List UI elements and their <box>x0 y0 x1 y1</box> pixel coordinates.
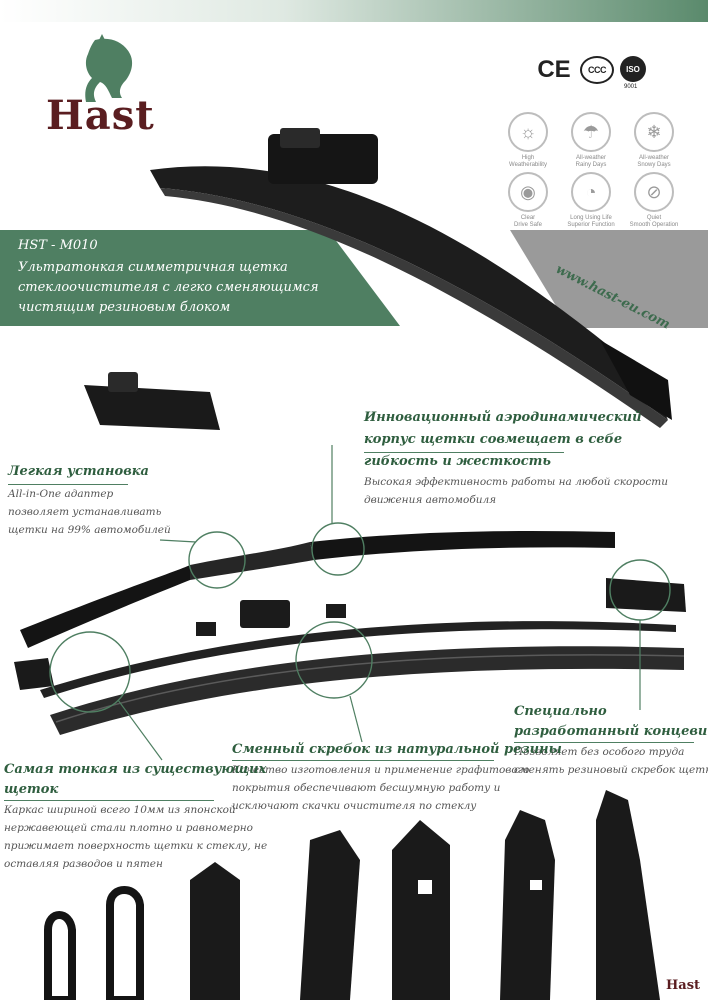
aero-title-line: корпус щетки совмещает в себе <box>364 432 623 447</box>
cover-left-image <box>20 565 190 648</box>
horse-logo-icon <box>85 34 133 102</box>
rubber-title: Сменный скребок из натуральной резины <box>232 742 562 757</box>
endcap-underline <box>514 742 694 743</box>
aero-text-line: движения автомобиля <box>364 494 497 506</box>
top-gradient-bar <box>0 0 708 22</box>
install-underline <box>8 484 128 485</box>
product-panel: HST - M010 Ультратонкая симметричная щет… <box>0 230 400 326</box>
footer-brand: Hast <box>666 978 701 993</box>
product-description-line: чистящим резиновым блоком <box>18 300 231 315</box>
endcap-text-line: Позволяет без особого труда <box>514 746 685 758</box>
main-wiper-endcap-image <box>600 340 672 420</box>
rubber-text-line: исключают скачки очистителя по стеклу <box>232 800 477 812</box>
thin-underline <box>4 800 214 801</box>
adapter-type-hook-small <box>44 911 76 1000</box>
thin-text-line: оставляя разводов и пятен <box>4 858 163 870</box>
install-text-line: All-in-One адаптер <box>8 488 114 500</box>
rubber-underline <box>232 760 494 761</box>
adapter-type-top-lock <box>596 790 660 1000</box>
product-description-line: Ультратонкая симметричная щетка <box>18 260 288 275</box>
rubber-text-line: покрытия обеспечивают бесшумную работу и <box>232 782 501 794</box>
aero-title-line: гибкость и жесткость <box>364 454 552 469</box>
adapter-type-bayonet <box>300 830 360 1000</box>
endcap-image <box>606 578 686 612</box>
install-text-line: позволяет устанавливать <box>8 506 162 518</box>
ce-mark-icon: CE <box>537 56 571 83</box>
adapter-type-side-pin <box>392 820 450 1000</box>
eye-icon: ◉ <box>508 172 548 212</box>
frame-adapter-image <box>240 600 290 628</box>
iso-mark-icon: ISO <box>620 56 646 82</box>
thin-title-line: щеток <box>4 782 59 797</box>
thin-callout-circle <box>49 631 131 713</box>
frame-image <box>40 621 676 698</box>
snowflake-icon: ❄ <box>634 112 674 152</box>
endcap-title-line: разработанный концевик <box>514 724 708 739</box>
aero-text-line: Высокая эффективность работы на любой ск… <box>364 476 668 488</box>
aero-underline <box>364 452 564 453</box>
adapter-type-push-button <box>500 810 555 1000</box>
aero-title-line: Инновационный аэродинамический <box>364 410 642 425</box>
install-title: Легкая установка <box>8 464 149 479</box>
rain-icon: ☂ <box>571 112 611 152</box>
endcap-text-line: сменять резиновый скребок щетки <box>514 764 708 776</box>
main-wiper-image <box>150 166 668 420</box>
gauge-icon: ◔ <box>571 172 611 212</box>
adapter-type-pinch <box>190 862 240 1000</box>
adapter-type-hook-large <box>106 886 144 1000</box>
cover-right-image <box>310 531 615 560</box>
aero-callout-circle <box>311 522 365 576</box>
rubber-image <box>50 646 684 735</box>
sun-icon: ☼ <box>508 112 548 152</box>
iso-number: 9001 <box>624 84 638 90</box>
install-text-line: щетки на 99% автомобилей <box>8 524 171 536</box>
install-callout-circle <box>188 531 246 589</box>
product-description-line: стеклоочистителя с легко сменяющимся <box>18 280 319 295</box>
adapter-image <box>84 385 220 430</box>
thin-text-line: прижимает поверхность щетки к стеклу, не <box>4 840 268 852</box>
endcap-title-line: Специально <box>514 704 607 719</box>
rubber-callout-circle <box>295 621 373 699</box>
brand-name: Hast <box>46 92 155 139</box>
product-model: HST - M010 <box>18 238 98 253</box>
thin-text-line: нержавеющей стали плотно и равномерно <box>4 822 253 834</box>
thin-text-line: Каркас шириной всего 10мм из японской <box>4 804 236 816</box>
ccc-mark-icon: CCC <box>580 56 614 84</box>
mute-icon: ⊘ <box>634 172 674 212</box>
rubber-text-line: Качество изготовления и применение графи… <box>232 764 530 776</box>
thin-title-line: Самая тонкая из существующих <box>4 762 267 777</box>
